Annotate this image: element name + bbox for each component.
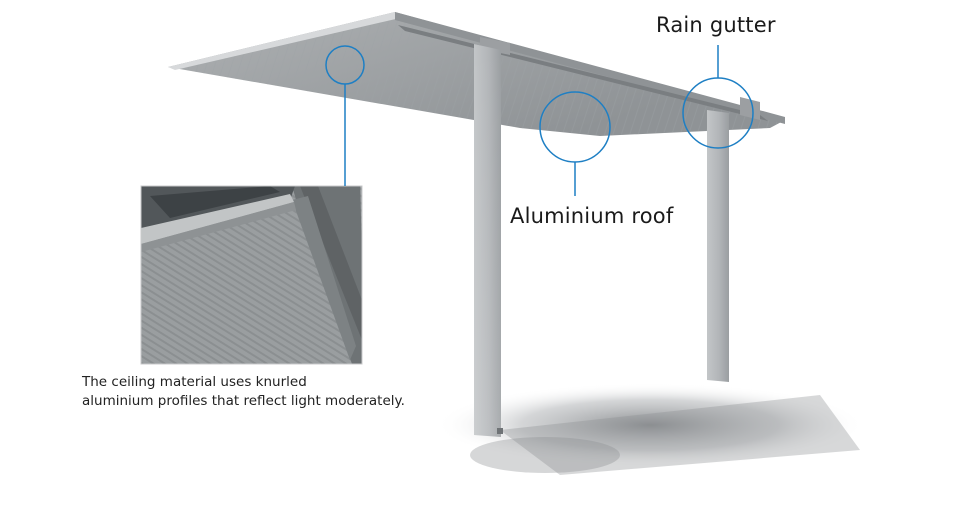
caption-line-2: aluminium profiles that reflect light mo… xyxy=(82,393,405,409)
caption-line-1: The ceiling material uses knurled xyxy=(82,374,307,390)
callout-ceiling xyxy=(325,45,365,186)
rain-gutter-label: Rain gutter xyxy=(656,13,776,37)
ground-shadow xyxy=(435,383,865,475)
aluminium-roof-label: Aluminium roof xyxy=(510,204,674,228)
ceiling-closeup-inset xyxy=(141,186,362,364)
ceiling-caption: The ceiling material uses knurled alumin… xyxy=(82,373,462,411)
rear-post xyxy=(707,110,729,382)
callout-roof xyxy=(539,91,611,196)
callout-gutter xyxy=(682,45,754,149)
front-post xyxy=(474,44,503,437)
